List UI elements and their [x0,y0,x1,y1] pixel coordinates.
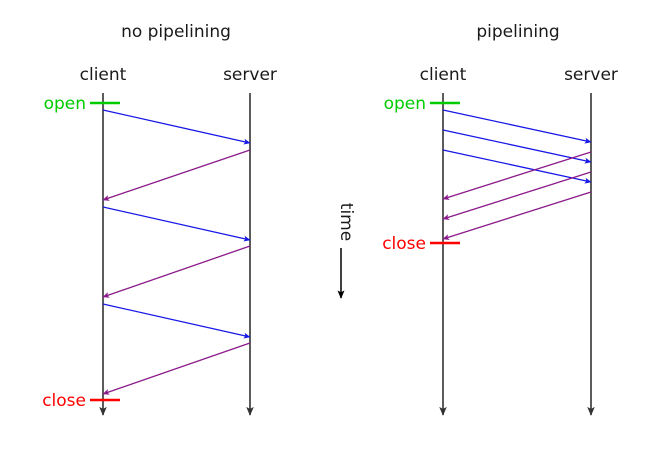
messages-left [102,109,251,395]
events-left: open close [42,94,120,411]
message-arrow-request [442,149,592,184]
message-arrow-request [102,303,251,339]
panel-title-pipelining: pipelining [476,22,559,42]
actor-label-client-left: client [80,65,127,85]
message-arrow-request [102,206,251,242]
panel-title-no-pipelining: no pipelining [121,22,231,42]
messages-right [442,109,592,240]
message-arrow-response [102,342,251,395]
panel-no-pipelining: no pipelining client server open close [42,22,277,416]
message-arrow-request [102,109,251,145]
message-arrow-response [102,245,251,298]
event-label-close-right: close [382,234,426,254]
message-arrow-response [442,171,592,220]
actor-label-server-left: server [223,65,277,85]
message-arrow-response [102,149,251,201]
time-axis: time [336,203,356,299]
event-label-open-right: open [384,94,426,114]
time-axis-label: time [336,203,356,241]
message-arrow-response [442,191,592,240]
event-label-close-left: close [42,391,86,411]
panel-pipelining: pipelining client server open close [382,22,618,416]
message-arrow-response [442,151,592,200]
actor-label-client-right: client [420,65,467,85]
event-label-open-left: open [44,94,86,114]
message-arrow-request [442,129,592,164]
events-right: open close [382,94,460,254]
message-arrow-request [442,109,592,144]
actor-label-server-right: server [564,65,618,85]
